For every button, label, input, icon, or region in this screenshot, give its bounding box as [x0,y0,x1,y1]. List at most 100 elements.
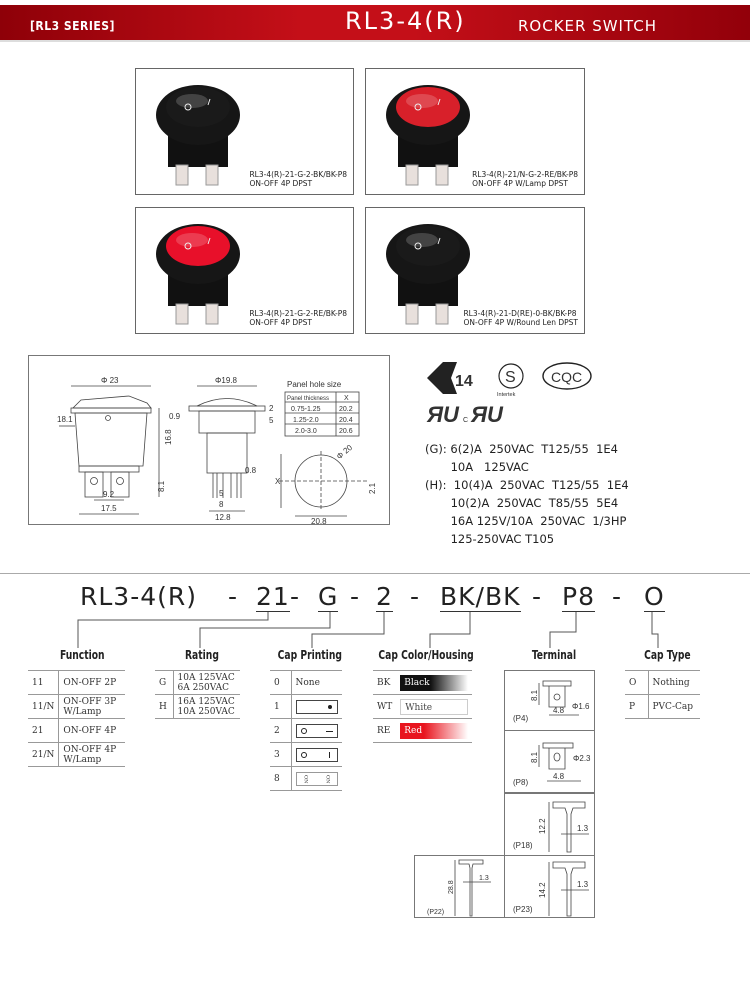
pn-sep: - [612,582,623,611]
spec-line: 16A 125V/10A 250VAC 1/3HP [425,514,627,528]
pn-sep: - [350,582,361,611]
cqc-icon: CQC [542,362,592,390]
svg-text:28.8: 28.8 [448,880,455,894]
enec-icon: 14 [427,362,473,394]
svg-text:14: 14 [455,373,473,390]
table-cell: ON-OFF 4P W/Lamp [58,742,125,767]
svg-text:Φ19.8: Φ19.8 [215,376,238,385]
cap-o-i-icon [295,747,338,762]
table-cell: 2 [270,718,292,743]
table-cell: 11/N [28,694,60,719]
cap-type-heading: Cap Type [644,648,691,662]
dimension-drawing: Φ 23 18.1 16.8 8.1 9.2 17.5 Φ19.8 0.9 2 … [28,355,390,526]
table-cell: ON-OFF 4P [58,718,125,743]
pn-base: RL3-4(R) [80,582,198,611]
svg-text:ЯU: ЯU [426,402,460,427]
table-cell: ON-OFF 2P [58,670,125,695]
color-swatch-red: Red [400,722,469,739]
product-desc: ON-OFF 4P DPST [249,179,313,188]
svg-text:Φ1.6: Φ1.6 [572,702,590,711]
svg-text:Φ 23: Φ 23 [101,376,119,385]
cap-color-heading: Cap Color/Housing [378,648,474,662]
svg-text:S: S [505,369,516,386]
product-model: RL3-4(R)-21-D(RE)-0-BK/BK-P8 [463,309,577,318]
pn-sep: - [290,582,301,611]
svg-text:1.3: 1.3 [577,824,589,833]
electrical-ratings: (G): 6(2)A 250VAC T125/55 1E4 10A 125VAC… [425,440,629,548]
svg-text:20.2: 20.2 [339,406,353,413]
svg-text:2.0-3.0: 2.0-3.0 [295,428,317,435]
svg-text:2.1: 2.1 [368,482,377,494]
table-cell: None [291,670,342,695]
table-cell: ON-OFF 3P W/Lamp [58,694,125,719]
pn-sep: - [410,582,421,611]
svg-text:8: 8 [219,500,224,509]
spec-line: (G): 6(2)A 250VAC T125/55 1E4 [425,442,618,456]
cap-o-dash-icon [295,723,338,738]
svg-text:0.8: 0.8 [245,466,257,475]
svg-text:17.5: 17.5 [101,504,117,513]
svg-text:14.2: 14.2 [538,882,547,898]
pn-function: 21 [256,582,290,612]
table-cell: BK [373,670,397,695]
svg-text:5: 5 [219,489,224,498]
svg-text:12.2: 12.2 [538,818,547,834]
table-cell: White [396,694,473,719]
cap-printing-heading: Cap Printing [277,648,342,662]
table-cell: 21 [28,718,60,743]
svg-text:20.4: 20.4 [339,417,353,424]
svg-text:0.75-1.25: 0.75-1.25 [291,406,321,413]
table-cell: Black [396,670,473,695]
svg-text:2: 2 [269,404,274,413]
pn-rating: G [318,582,339,612]
rocker-switch-photo [156,224,240,325]
svg-text:ЯU: ЯU [470,402,504,427]
switch-drawing [156,224,240,325]
table-cell: RE [373,718,397,743]
product-model: RL3-4(R)-21/N-G-2-RE/BK-P8 [472,170,578,179]
svg-text:9.2: 9.2 [103,490,115,499]
terminal-heading: Terminal [531,648,577,662]
series-label: [RL3 SERIES] [30,19,115,33]
svg-text:16.8: 16.8 [164,429,173,445]
product-desc: ON-OFF 4P W/Round Len DPST [463,318,578,327]
pn-cap-printing: 2 [376,582,393,612]
function-heading: Function [59,648,105,662]
table-cell: G [155,670,174,695]
pn-terminal: P8 [562,582,595,612]
switch-drawing [386,85,470,186]
pn-cap-type: O [644,582,665,612]
color-swatch-white: White [400,698,469,715]
table-cell [291,742,342,767]
spec-line: 125-250VAC T105 [425,532,555,546]
table-cell: 8 [270,766,292,791]
svg-text:(P18): (P18) [513,841,533,850]
switch-drawing [156,85,240,186]
table-cell: 21/N [28,742,60,767]
svg-text:8.1: 8.1 [530,689,539,701]
